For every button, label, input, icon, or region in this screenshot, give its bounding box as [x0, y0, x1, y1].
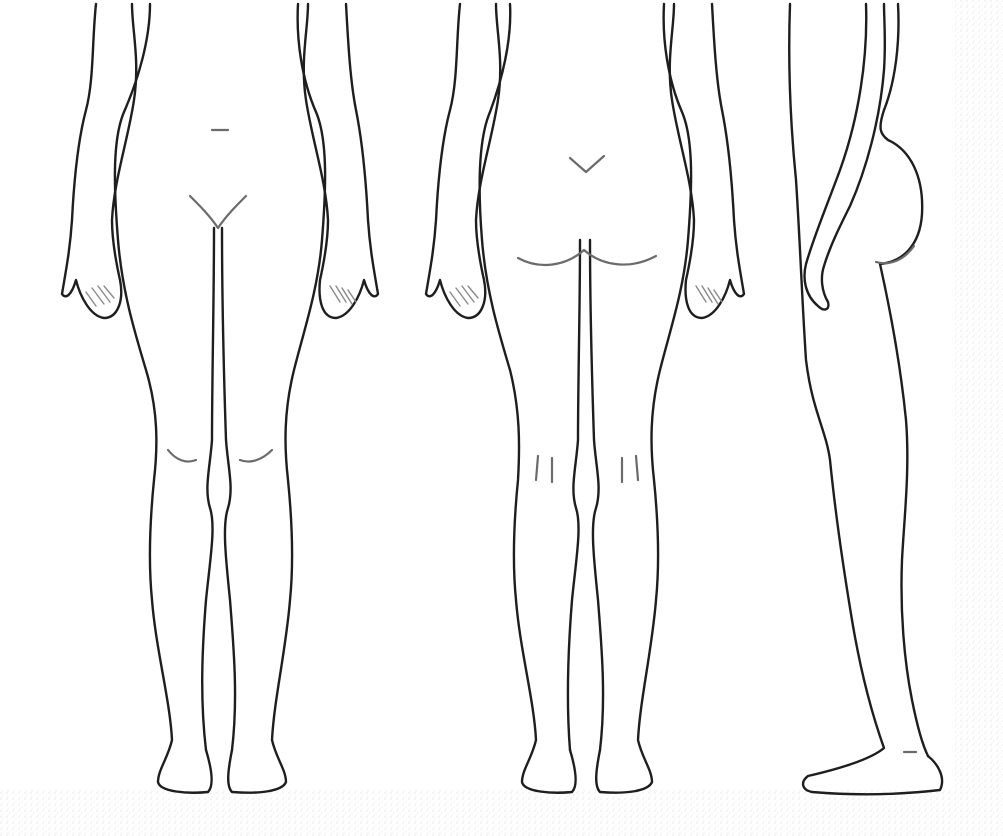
front-right-arm	[304, 4, 378, 318]
back-sacral-mark	[570, 156, 604, 172]
front-left-arm	[62, 4, 136, 318]
back-left-arm	[426, 4, 500, 318]
back-right-inner-leg	[590, 240, 603, 750]
side-arm	[805, 4, 885, 309]
body-front-view-icon	[62, 4, 378, 793]
back-left-inner-leg	[568, 240, 580, 750]
paper-texture-bottom	[0, 790, 1003, 836]
front-groin-line	[190, 196, 246, 228]
front-left-inner-leg	[202, 228, 214, 750]
back-right-knee-marks	[622, 456, 638, 482]
body-back-view-icon	[426, 4, 744, 793]
back-right-hand-hatch	[696, 286, 722, 304]
back-right-arm	[670, 4, 744, 318]
front-right-knee	[240, 450, 272, 462]
front-right-hand-hatch	[330, 286, 356, 304]
body-side-view-icon	[789, 4, 942, 794]
paper-texture-right	[955, 0, 1003, 836]
back-left-knee-marks	[536, 456, 552, 482]
front-left-knee	[168, 450, 196, 462]
side-gluteal-fold	[876, 246, 914, 263]
side-back-contour	[880, 4, 928, 756]
front-right-inner-leg	[222, 228, 235, 750]
back-gluteal-folds	[518, 250, 656, 265]
back-left-hand-hatch	[450, 286, 478, 306]
side-front-contour	[789, 4, 942, 794]
front-left-hand-hatch	[86, 286, 114, 306]
